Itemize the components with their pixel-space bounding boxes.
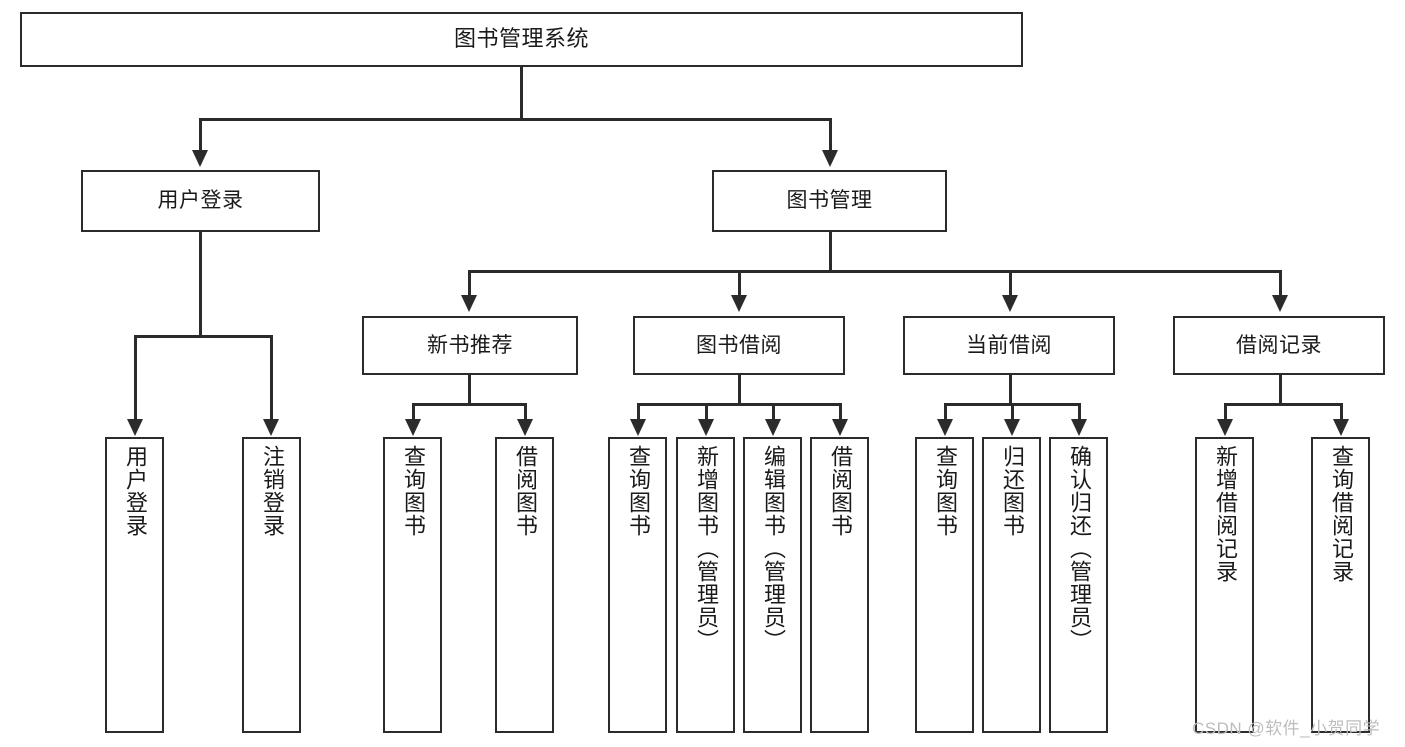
node-leaf-query-book-3[interactable]: 查询图书 (915, 437, 974, 733)
connector-cb-stem (1009, 375, 1012, 405)
connector-bm-drop-4 (1279, 270, 1282, 296)
node-label: 当前借阅 (966, 333, 1052, 357)
arrow-to-leaf-add-book (698, 419, 714, 436)
node-label: 借阅图书 (827, 445, 853, 537)
connector-bb-drop-2 (705, 403, 708, 420)
node-label: 新增借阅记录 (1212, 445, 1238, 583)
connector-br-drop-2 (1340, 403, 1343, 420)
connector-book-manage-bar (468, 270, 1280, 273)
connector-br-stem (1279, 375, 1282, 405)
connector-nbr-bar (412, 403, 526, 406)
arrow-to-leaf-query-book-2 (630, 419, 646, 436)
node-label: 图书借阅 (696, 333, 782, 357)
node-leaf-logout[interactable]: 注销登录 (242, 437, 301, 733)
node-borrow-record[interactable]: 借阅记录 (1173, 316, 1385, 375)
arrow-to-leaf-query-book-3 (937, 419, 953, 436)
node-book-manage[interactable]: 图书管理 (712, 170, 947, 232)
connector-bm-drop-2 (738, 270, 741, 296)
node-label: 新增图书（管理员） (693, 445, 719, 652)
connector-br-drop-1 (1224, 403, 1227, 420)
connector-bb-stem (738, 375, 741, 405)
node-label: 图书管理 (786, 189, 873, 213)
arrow-to-leaf-query-record (1333, 419, 1349, 436)
node-label: 用户登录 (157, 189, 244, 213)
node-label: 注销登录 (259, 445, 285, 537)
node-leaf-query-book-2[interactable]: 查询图书 (608, 437, 667, 733)
connector-cb-drop-3 (1078, 403, 1081, 420)
connector-bb-drop-3 (772, 403, 775, 420)
arrow-to-leaf-logout (263, 419, 279, 436)
node-leaf-add-book[interactable]: 新增图书（管理员） (676, 437, 735, 733)
node-label: 用户登录 (122, 445, 148, 537)
node-label: 借阅图书 (512, 445, 538, 537)
connector-root-to-book-manage (829, 118, 832, 151)
arrow-to-borrow-record (1272, 295, 1288, 312)
arrow-to-leaf-borrow-book-2 (832, 419, 848, 436)
arrow-to-leaf-edit-book (765, 419, 781, 436)
node-leaf-confirm-return[interactable]: 确认归还（管理员） (1049, 437, 1108, 733)
node-label: 图书管理系统 (453, 26, 589, 52)
connector-root-bar (199, 118, 831, 121)
connector-bm-drop-3 (1009, 270, 1012, 296)
connector-nbr-drop-1 (412, 403, 415, 420)
node-leaf-return-book[interactable]: 归还图书 (982, 437, 1041, 733)
node-label: 归还图书 (999, 445, 1025, 537)
arrow-to-current-borrow (1002, 295, 1018, 312)
node-label: 查询图书 (400, 445, 426, 537)
arrow-to-leaf-add-record (1217, 419, 1233, 436)
arrow-to-leaf-query-book-1 (405, 419, 421, 436)
node-leaf-borrow-book-2[interactable]: 借阅图书 (810, 437, 869, 733)
node-label: 新书推荐 (427, 333, 513, 357)
node-leaf-query-book-1[interactable]: 查询图书 (383, 437, 442, 733)
node-leaf-edit-book[interactable]: 编辑图书（管理员） (743, 437, 802, 733)
node-leaf-add-record[interactable]: 新增借阅记录 (1195, 437, 1254, 733)
connector-nbr-stem (468, 375, 471, 405)
arrow-to-new-book-rec (461, 295, 477, 312)
connector-root-stem (520, 67, 523, 119)
connector-user-login-drop-1 (134, 335, 137, 420)
node-book-borrow[interactable]: 图书借阅 (633, 316, 845, 375)
node-leaf-user-login[interactable]: 用户登录 (105, 437, 164, 733)
node-label: 编辑图书（管理员） (760, 445, 786, 652)
node-root-system[interactable]: 图书管理系统 (20, 12, 1023, 67)
connector-bm-drop-1 (468, 270, 471, 296)
connector-cb-drop-1 (944, 403, 947, 420)
connector-cb-drop-2 (1011, 403, 1014, 420)
node-current-borrow[interactable]: 当前借阅 (903, 316, 1115, 375)
node-label: 确认归还（管理员） (1066, 445, 1092, 652)
arrow-to-leaf-return-book (1004, 419, 1020, 436)
connector-br-bar (1224, 403, 1342, 406)
node-label: 查询借阅记录 (1328, 445, 1354, 583)
connector-nbr-drop-2 (524, 403, 527, 420)
arrow-to-leaf-borrow-book-1 (517, 419, 533, 436)
connector-bb-drop-1 (637, 403, 640, 420)
connector-bb-drop-4 (839, 403, 842, 420)
node-label: 查询图书 (932, 445, 958, 537)
connector-book-manage-stem (829, 232, 832, 272)
connector-user-login-stem (199, 232, 202, 335)
connector-user-login-drop-2 (270, 335, 273, 420)
node-user-login[interactable]: 用户登录 (81, 170, 320, 232)
node-leaf-borrow-book-1[interactable]: 借阅图书 (495, 437, 554, 733)
connector-user-login-bar (134, 335, 272, 338)
node-leaf-query-record[interactable]: 查询借阅记录 (1311, 437, 1370, 733)
arrow-root-to-user-login (192, 150, 208, 167)
arrow-to-leaf-confirm-return (1071, 419, 1087, 436)
node-new-book-rec[interactable]: 新书推荐 (362, 316, 578, 375)
arrow-root-to-book-manage (822, 150, 838, 167)
connector-root-to-user-login (199, 118, 202, 151)
csdn-watermark: CSDN @软件_小贺同学 (1192, 719, 1381, 738)
connector-bb-bar (637, 403, 840, 406)
arrow-to-leaf-user-login (127, 419, 143, 436)
arrow-to-book-borrow (731, 295, 747, 312)
node-label: 借阅记录 (1236, 333, 1322, 357)
node-label: 查询图书 (625, 445, 651, 537)
